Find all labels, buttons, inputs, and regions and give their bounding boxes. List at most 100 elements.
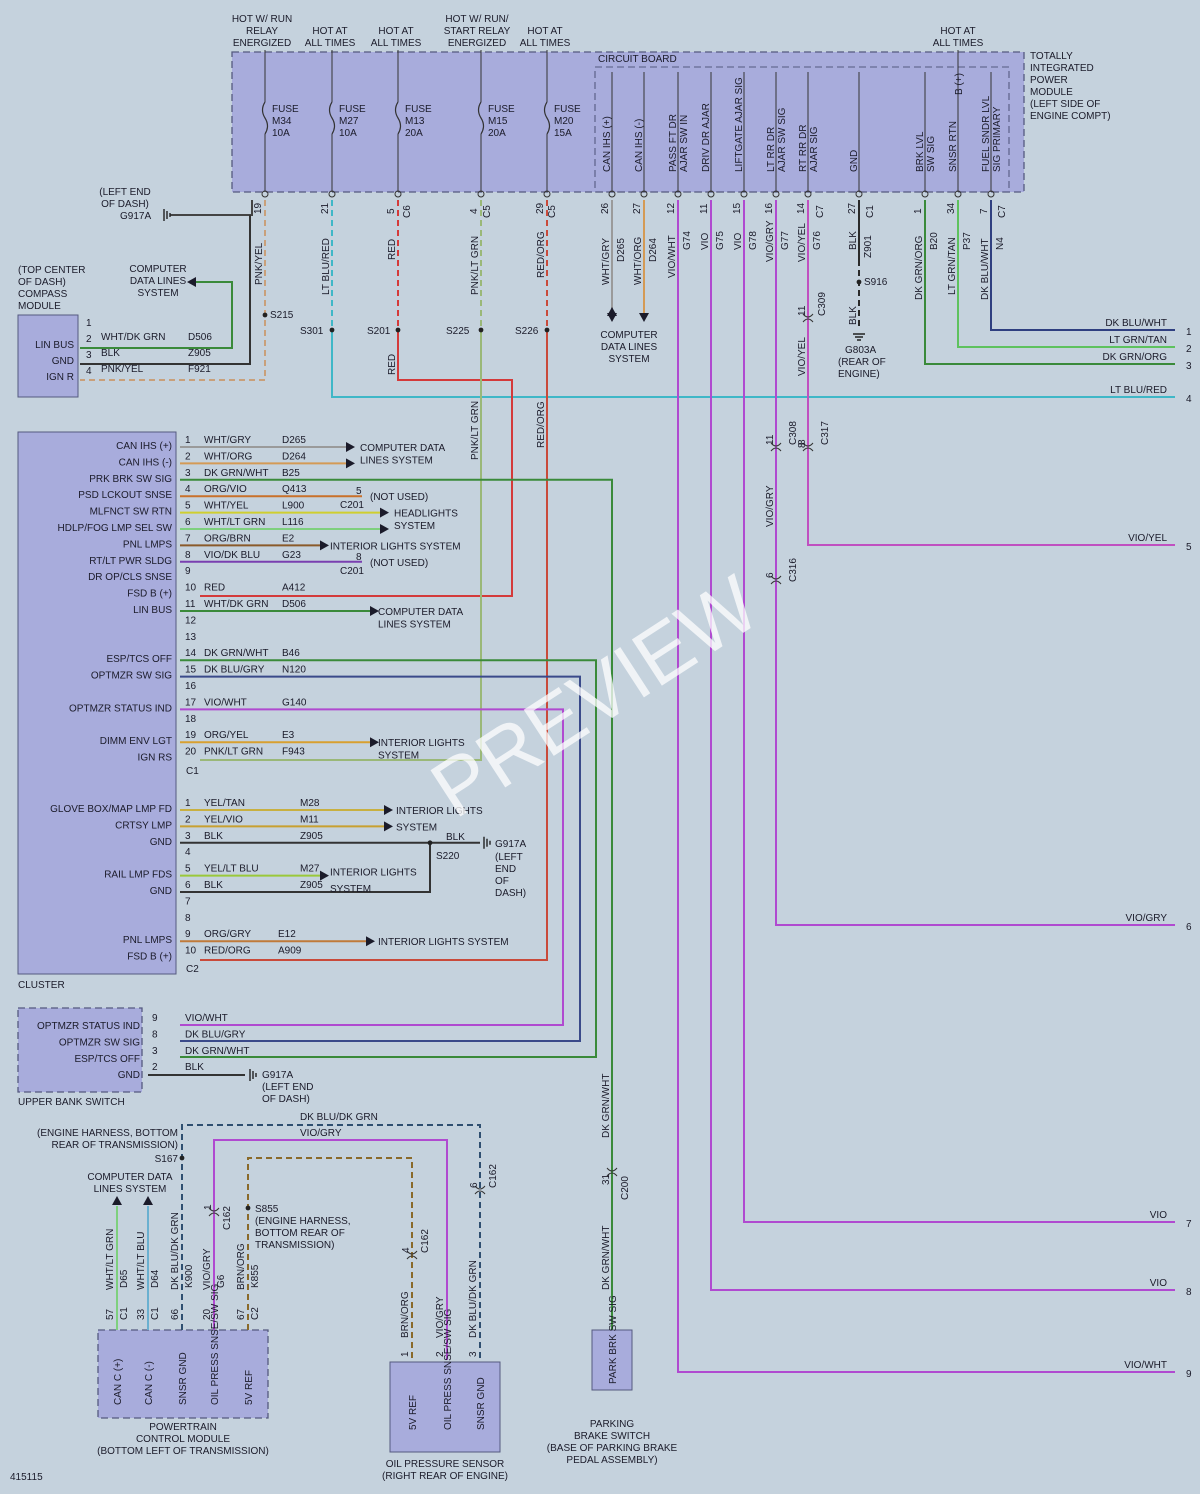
pin-label: CAN IHS (+) (602, 116, 613, 172)
connector-break (406, 1250, 418, 1260)
circuit-id: G75 (715, 231, 726, 250)
ground-label: OF DASH) (262, 1094, 310, 1105)
connector-label: C1 (186, 766, 199, 777)
pin-number: 1 (185, 435, 191, 446)
pin-label: AJAR SW IN (679, 115, 690, 172)
pin-name: IGN R (46, 372, 74, 383)
pin-number: 5 (386, 208, 397, 214)
tipm-module (231, 51, 1025, 193)
pin-number: 4 (86, 366, 92, 377)
pin-number: 7 (185, 896, 191, 907)
pin-name: OPTMZR SW SIG (91, 671, 172, 682)
wire-vio-wht (180, 708, 564, 1026)
tipm-title: (LEFT SIDE OF (1030, 99, 1100, 110)
arrow-down-icon (607, 313, 617, 322)
pin-number: 9 (152, 1013, 158, 1024)
pin-number: 1 (185, 798, 191, 809)
pin-name: LIN BUS (133, 605, 172, 616)
pin-number: 20 (202, 1308, 213, 1320)
wire-lt-grn-tan (957, 200, 1175, 348)
fuse-label: M34 (272, 116, 292, 127)
pin-number: 7 (185, 533, 191, 544)
fuse-label: 20A (488, 128, 506, 139)
output-wire-label: DK BLU/WHT (1105, 318, 1167, 329)
fuse-label: FUSE (272, 104, 299, 115)
splice-label: S301 (300, 326, 324, 337)
wire-label: VIO/GRY (300, 1128, 342, 1139)
pin-name: OIL PRESS SNSE/SW SIG (443, 1308, 454, 1430)
circuit-id: G76 (812, 231, 823, 250)
pin-name: ESP/TCS OFF (106, 654, 172, 665)
pin-label: B (+) (954, 73, 965, 95)
connector-label: C2 (250, 1307, 261, 1320)
output-wire-label: VIO (1150, 1278, 1167, 1289)
diagram-wires (80, 50, 1175, 1373)
connector-break (606, 1167, 618, 1177)
wire-dk-grn-org (924, 200, 1175, 365)
wire-label: DK GRN/WHT (601, 1074, 612, 1138)
feed-label: ENERGIZED (448, 38, 506, 49)
pin-number: 6 (765, 572, 776, 578)
tipm-title: POWER (1030, 75, 1068, 86)
output-number: 7 (1186, 1219, 1192, 1230)
wire-wht-dk-grn (80, 281, 233, 349)
output-wire-label: DK GRN/ORG (1103, 352, 1168, 363)
connector-label: C162 (488, 1164, 499, 1188)
pin-number: 2 (185, 451, 191, 462)
computer-data-lines-label: DATA LINES (130, 276, 187, 287)
wire-label: WHT/DK GRN (101, 332, 165, 343)
destination-label: INTERIOR LIGHTS SYSTEM (378, 937, 509, 948)
circuit-id: Z905 (300, 831, 323, 842)
connector-break (208, 1207, 220, 1217)
destination-label: INTERIOR LIGHTS SYSTEM (330, 541, 461, 552)
splice-label: S220 (436, 851, 460, 862)
wire-label: YEL/TAN (204, 798, 245, 809)
ground-label: (LEFT END (262, 1082, 314, 1093)
circuit-id: L116 (282, 517, 304, 528)
circuit-id: M27 (300, 864, 320, 875)
pin-number: 8 (797, 439, 808, 445)
circuit-id: D265 (282, 435, 306, 446)
pin-name: CRTSY LMP (115, 820, 172, 831)
wire-vio (710, 200, 1175, 1291)
pin-number: 14 (185, 648, 197, 659)
wire-label: WHT/ORG (204, 451, 253, 462)
fuse-label: FUSE (339, 104, 366, 115)
pin-terminal (543, 190, 551, 198)
pin-name: CAN IHS (+) (116, 441, 172, 452)
ground-label: OF DASH) (101, 199, 149, 210)
splice-dot (395, 327, 401, 333)
pin-number: 6 (185, 517, 191, 528)
wire-label: VIO/GRY (765, 220, 776, 262)
wire-label: DK BLU/DK GRN (170, 1212, 181, 1290)
connector-label: C1 (865, 205, 876, 218)
pin-label: PASS FT DR (668, 114, 679, 172)
wire-blk (170, 200, 253, 216)
pin-name: MLFNCT SW RTN (90, 507, 172, 518)
arrow-right-icon (370, 606, 379, 616)
pin-label: LIFTGATE AJAR SIG (734, 77, 745, 172)
feed-label: ALL TIMES (520, 38, 571, 49)
park-brake-name: (BASE OF PARKING BRAKE (547, 1443, 678, 1454)
upper-bank-switch (17, 1007, 143, 1093)
ground-label: (LEFT (495, 852, 523, 863)
feed-label: START RELAY (444, 26, 511, 37)
pin-name: OPTMZR STATUS IND (37, 1021, 140, 1032)
wire-label: VIO/WHT (185, 1013, 228, 1024)
wire-label: RED/ORG (536, 401, 547, 448)
pin-number: 57 (105, 1308, 116, 1320)
oil-sensor-name: OIL PRESSURE SENSOR (386, 1459, 505, 1470)
output-wire-label: VIO/YEL (1128, 533, 1167, 544)
splice-label: S215 (270, 310, 294, 321)
wire-label: RED (387, 354, 398, 375)
arrow-right-icon (384, 821, 393, 832)
pin-label: AJAR SIG (809, 126, 820, 172)
pin-number: 20 (185, 747, 197, 758)
fuse-label: M20 (554, 116, 574, 127)
diagram-id: 415115 (10, 1472, 43, 1483)
wire-label: VIO/GRY (202, 1248, 213, 1290)
pin-number: 6 (185, 880, 191, 891)
pin-number: 66 (170, 1308, 181, 1320)
circuit-id: Z901 (863, 235, 874, 258)
destination-label: SYSTEM (396, 822, 437, 833)
